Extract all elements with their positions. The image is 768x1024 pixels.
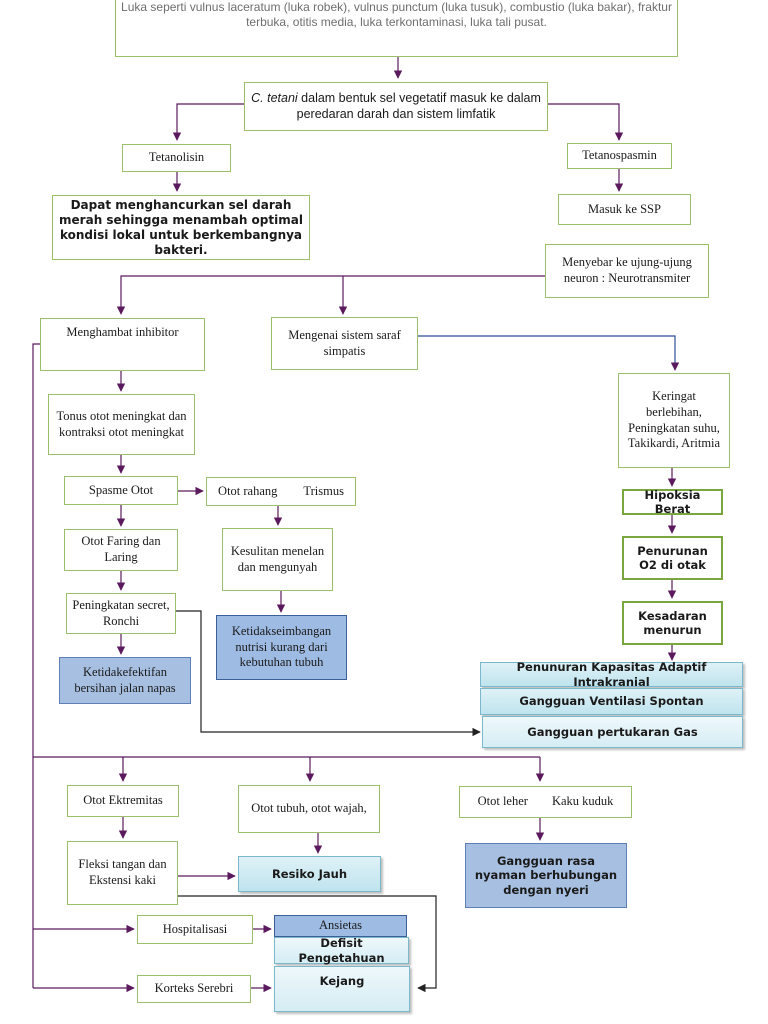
node-masuk-ssp: Masuk ke SSP (558, 194, 691, 225)
node-tetanolisin: Tetanolisin (122, 144, 231, 172)
node-tetanospasmin: Tetanospasmin (567, 143, 672, 169)
tonus-text: Tonus otot meningkat dan kontraksi otot … (56, 408, 187, 439)
simpatis-label: Mengenai sistem saraf simpatis (288, 327, 401, 358)
ansietas-label: Ansietas (318, 918, 363, 933)
node-keringat: Keringat berlebihan, Peningkatan suhu, T… (618, 373, 730, 468)
node-ctetani: C. tetani dalam bentuk sel vegetatif mas… (244, 82, 548, 131)
node-hipoksia: Hipoksia Berat (622, 487, 723, 516)
node-bersihan: Ketidakefektifan bersihan jalan napas (59, 657, 191, 704)
nyaman-label: Gangguan rasa nyaman berhubungan dengan … (474, 853, 618, 897)
node-ekstremitas: Otot Ektremitas (67, 785, 179, 817)
keringat-text: Keringat berlebihan, Peningkatan suhu, T… (627, 389, 721, 451)
kejang-label: Kejang (319, 974, 365, 988)
wound-types-text: Luka seperti vulnus laceratum (luka robe… (121, 0, 672, 29)
node-hospitalisasi: Hospitalisasi (137, 915, 253, 944)
node-fleksi: Fleksi tangan dan Ekstensi kaki (67, 841, 178, 905)
defisit-label: Defisit Pengetahuan (298, 936, 385, 965)
secret-label: Peningkatan secret, Ronchi (72, 597, 170, 628)
masuk-ssp-label: Masuk ke SSP (588, 201, 661, 216)
node-nyaman: Gangguan rasa nyaman berhubungan dengan … (465, 843, 627, 908)
fleksi-label: Fleksi tangan dan Ekstensi kaki (78, 857, 167, 887)
node-nutrisi: Ketidakseimbangan nutrisi kurang dari ke… (216, 615, 347, 680)
otot-rahang-label: Otot rahang (218, 483, 278, 498)
menghambat-label: Menghambat inhibitor (66, 325, 179, 339)
nutrisi-label: Ketidakseimbangan nutrisi kurang dari ke… (231, 624, 332, 670)
arrow-ctetani-to-tetanospasmin (548, 103, 624, 141)
node-secret: Peningkatan secret, Ronchi (66, 593, 176, 634)
node-tetanolisin-effect: Dapat menghancurkan sel darah merah sehi… (52, 195, 310, 260)
node-intrakranial: Penunuran Kapasitas Adaptif Intrakranial (480, 660, 743, 689)
node-kejang: Kejang (274, 966, 410, 1012)
node-wound-types: Luka seperti vulnus laceratum (luka robe… (115, 0, 678, 57)
tetanolisin-label: Tetanolisin (148, 150, 205, 165)
node-otot-rahang: Otot rahang Trismus (206, 477, 356, 506)
resiko-label: Resiko Jauh (271, 866, 348, 881)
tetanolisin-effect-text: Dapat menghancurkan sel darah merah sehi… (59, 197, 303, 257)
node-tubuh-wajah: Otot tubuh, otot wajah, (238, 785, 380, 833)
arrow-ctetani-to-tetanolisin (172, 103, 244, 141)
ctetani-italic: C. tetani (251, 90, 298, 105)
pertukaran-label: Gangguan pertukaran Gas (527, 724, 698, 739)
tubuh-wajah-label: Otot tubuh, otot wajah, (251, 801, 367, 816)
kesulitan-label: Kesulitan menelan dan mengunyah (230, 543, 325, 574)
ctetani-rest: dalam bentuk sel vegetatif masuk ke dala… (296, 90, 541, 121)
intrakranial-label: Penunuran Kapasitas Adaptif Intrakranial (516, 660, 707, 689)
bersihan-label: Ketidakefektifan bersihan jalan napas (74, 664, 176, 695)
node-kesadaran: Kesadaran menurun (622, 601, 723, 645)
node-korteks: Korteks Serebri (137, 975, 251, 1003)
arrow-simpatis-to-keringat (418, 335, 680, 371)
trismus-label: Trismus (303, 483, 344, 498)
kaku-kuduk-label: Kaku kuduk (551, 794, 614, 809)
hipoksia-label: Hipoksia Berat (644, 487, 701, 516)
node-pertukaran: Gangguan pertukaran Gas (482, 716, 743, 748)
node-ventilasi: Gangguan Ventilasi Spontan (480, 688, 743, 715)
node-defisit: Defisit Pengetahuan (274, 936, 409, 965)
node-menghambat: Menghambat inhibitor (40, 318, 205, 371)
node-simpatis: Mengenai sistem saraf simpatis (271, 317, 418, 370)
otot-leher-label: Otot leher (477, 794, 528, 809)
tetanospasmin-label: Tetanospasmin (582, 148, 657, 163)
arrow-secret-to-pertukaran (176, 610, 481, 737)
arrow-menyebar-branch (116, 275, 545, 315)
node-resiko: Resiko Jauh (238, 856, 381, 892)
node-kesulitan: Kesulitan menelan dan mengunyah (222, 528, 333, 591)
menyebar-text: Menyebar ke ujung-ujung neuron : Neurotr… (562, 255, 692, 285)
node-ansietas: Ansietas (274, 915, 407, 937)
line-left-trunk (32, 343, 40, 988)
hospitalisasi-label: Hospitalisasi (162, 921, 228, 936)
arrow-fleksi-to-kejang (178, 895, 437, 993)
ventilasi-label: Gangguan Ventilasi Spontan (519, 694, 704, 709)
spasme-label: Spasme Otot (88, 482, 154, 497)
node-faring: Otot Faring dan Laring (64, 529, 178, 571)
node-menyebar: Menyebar ke ujung-ujung neuron : Neurotr… (545, 244, 709, 298)
node-spasme: Spasme Otot (64, 476, 178, 505)
node-otot-leher: Otot leher Kaku kuduk (459, 786, 632, 818)
faring-label: Otot Faring dan Laring (81, 534, 161, 564)
node-penurunan-o2: Penurunan O2 di otak (622, 536, 723, 580)
korteks-label: Korteks Serebri (154, 981, 234, 996)
kesadaran-label: Kesadaran menurun (638, 608, 707, 637)
ekstremitas-label: Otot Ektremitas (83, 793, 163, 808)
node-tonus: Tonus otot meningkat dan kontraksi otot … (48, 394, 195, 455)
penurunan-o2-label: Penurunan O2 di otak (637, 543, 708, 572)
